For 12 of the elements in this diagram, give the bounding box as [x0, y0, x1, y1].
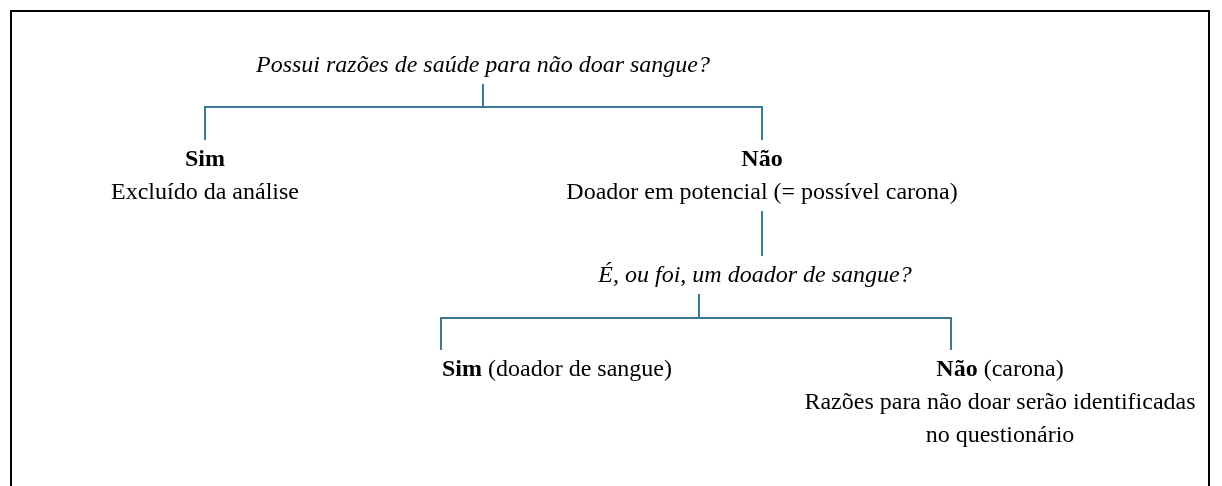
answer-heading: Sim [184, 144, 226, 173]
answer-text: Excluído da análise [110, 177, 300, 206]
answer-heading: Não (carona) [935, 354, 1065, 383]
answer-text: Razões para não doar serão identificadas no questionário [803, 387, 1197, 449]
question-text: Possui razões de saúde para não doar sangue? [255, 50, 711, 79]
bracket-connector [761, 210, 763, 257]
question-text: É, ou foi, um doador de sangue? [597, 260, 913, 289]
answer-text: Doador em potencial (= possível carona) [565, 177, 959, 206]
bracket-connector [482, 83, 763, 141]
answer-text: Sim (doador de sangue) [441, 354, 673, 383]
answer-heading: Não [740, 144, 784, 173]
bracket-connector [698, 293, 952, 351]
